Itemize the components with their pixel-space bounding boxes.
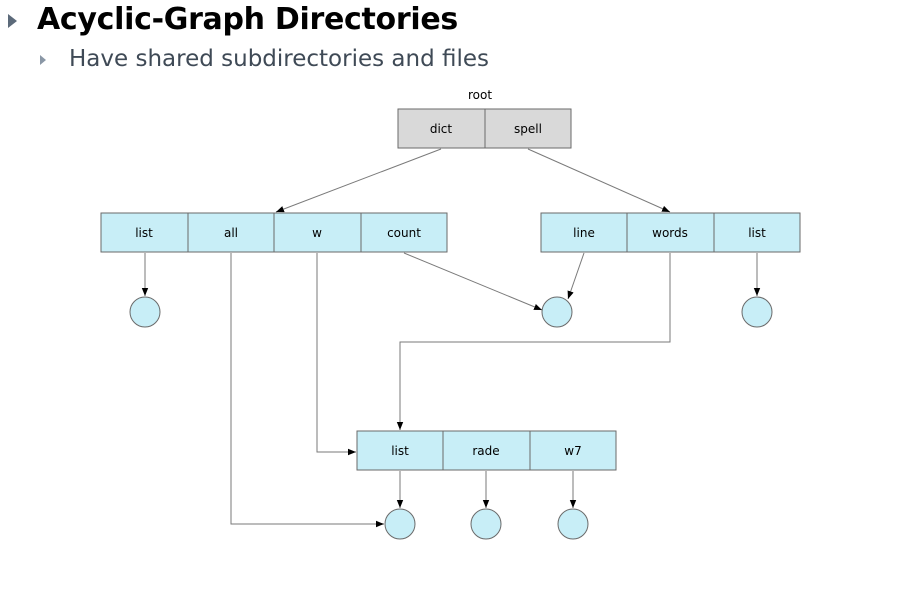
spell-directory: line words list [540,212,801,253]
edge-count-to-shared-file [403,252,543,311]
dict-cell-all-label: all [224,226,238,240]
dict-cell-list [100,212,189,253]
file-node-spell-list [741,296,773,328]
spell-cell-words [626,212,715,253]
w-cell-w7 [529,430,617,471]
file-node-shared-list [384,508,416,540]
slide-subtitle: Have shared subdirectories and files [69,46,489,72]
file-node-rade [470,508,502,540]
edge-dict-to-dict-directory [275,148,442,213]
spell-cell-words-label: words [652,226,688,240]
w-directory: list rade w7 [356,430,617,471]
root-label: root [468,88,492,102]
dict-cell-w [273,212,362,253]
edge-spell-to-spell-directory [527,148,671,213]
dict-cell-count-label: count [387,226,421,240]
slide-title: Acyclic-Graph Directories [37,2,458,37]
edge-all-to-shared-list [230,253,384,528]
bullet-arrow-icon [8,14,17,28]
w-cell-rade-label: rade [472,444,499,458]
edge-line-to-shared-file [567,252,585,300]
file-node-w7 [557,508,589,540]
spell-cell-list-label: list [748,226,766,240]
sub-bullet-arrow-icon [40,55,46,65]
root-directory: dict spell [397,108,572,149]
root-cell-spell-label: spell [514,122,542,136]
dict-cell-w-label: w [312,226,322,240]
file-node-shared-count-line [541,296,573,328]
root-cell-spell [484,108,572,149]
dict-cell-list-label: list [135,226,153,240]
edge-words-to-w-directory [396,253,671,430]
w-cell-list [356,430,444,471]
dict-directory: list all w count [100,212,448,253]
w-cell-rade [442,430,531,471]
root-cell-dict-label: dict [430,122,453,136]
file-node-dict-list [129,296,161,328]
spell-cell-line-label: line [573,226,595,240]
spell-cell-line [540,212,628,253]
w-cell-w7-label: w7 [564,444,581,458]
w-cell-list-label: list [391,444,409,458]
spell-cell-list [713,212,801,253]
dict-cell-count [360,212,448,253]
edge-w-to-w-directory [316,253,356,456]
